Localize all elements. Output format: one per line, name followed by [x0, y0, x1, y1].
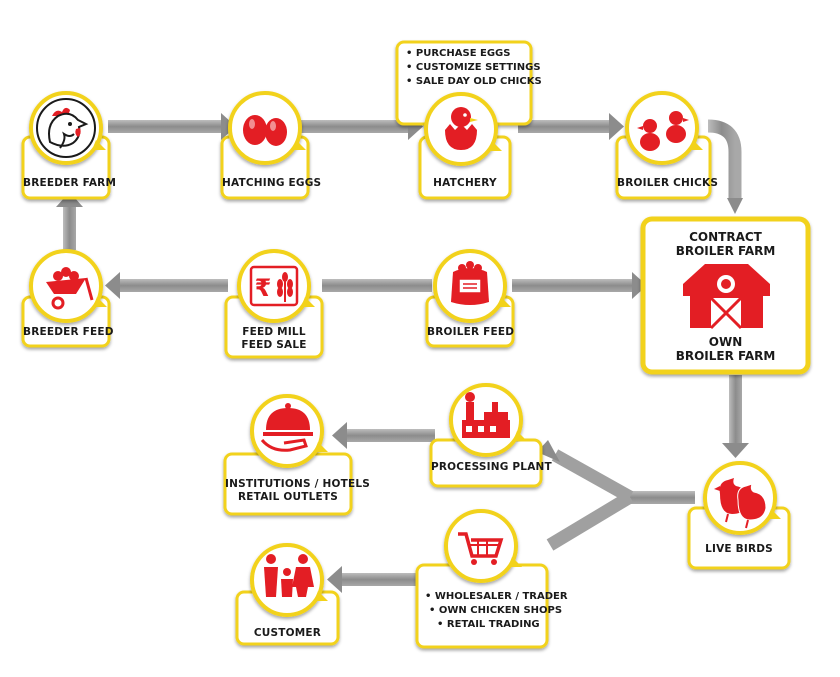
label-live-birds: LIVE BIRDS: [705, 543, 773, 555]
label-contract-line1: CONTRACT: [689, 230, 762, 244]
label-feed-mill: FEED MILL FEED SALE: [226, 326, 322, 352]
family-icon: [264, 554, 314, 597]
eggs-icon: [243, 115, 287, 146]
hatchery-service-item: • CUSTOMIZE SETTINGS: [406, 62, 541, 73]
rupee-grain-icon: ₹: [249, 265, 299, 307]
arrow-farm-to-birds: [722, 375, 749, 458]
cloche-icon: [260, 403, 313, 452]
barn-icon: [683, 264, 770, 330]
hatchery-services-list: • PURCHASE EGGS • CUSTOMIZE SETTINGS • S…: [406, 47, 542, 89]
node-customer: [235, 543, 340, 646]
hen-icon: [48, 107, 89, 149]
arrow-feed-to-breeder: [56, 192, 83, 250]
retail-channel-item: • OWN CHICKEN SHOPS: [429, 605, 563, 616]
label-broiler-feed: BROILER FEED: [427, 326, 515, 338]
node-hatchery: [395, 40, 533, 200]
hens-icon: [714, 478, 767, 529]
label-feed-mill-line2: FEED SALE: [241, 339, 307, 351]
arrow-plant-to-institutions: [332, 422, 435, 449]
label-contract-farm: CONTRACT BROILER FARM: [643, 230, 808, 258]
flow-arrows: [56, 113, 749, 593]
label-institutions-line2: RETAIL OUTLETS: [238, 491, 338, 503]
label-institutions: INSTITUTIONS / HOTELS RETAIL OUTLETS: [225, 478, 371, 504]
hatchery-service-item: • PURCHASE EGGS: [406, 48, 511, 59]
label-institutions-line1: INSTITUTIONS / HOTELS: [225, 478, 371, 490]
label-own-line2: BROILER FARM: [675, 349, 776, 363]
label-processing-plant: PROCESSING PLANT: [431, 461, 552, 473]
label-feed-mill-line1: FEED MILL: [242, 326, 306, 338]
hatchery-service-item: • SALE DAY OLD CHICKS: [406, 76, 542, 87]
node-feed-mill: ₹: [224, 249, 324, 359]
node-breeder-farm: [21, 91, 111, 200]
label-hatchery: HATCHERY: [433, 177, 497, 189]
retail-channels-list: • WHOLESALER / TRADER • OWN CHICKEN SHOP…: [425, 590, 568, 632]
chicks-icon: [637, 111, 689, 151]
node-broiler-farm: [640, 216, 811, 375]
node-processing-plant: [429, 383, 543, 488]
retail-channel-item: • WHOLESALER / TRADER: [425, 591, 568, 602]
arrow-retail-to-customer: [327, 566, 418, 593]
label-breeder-farm: BREEDER FARM: [23, 177, 117, 189]
label-contract-line2: BROILER FARM: [675, 244, 776, 258]
svg-text:₹: ₹: [255, 274, 272, 302]
label-broiler-chicks: BROILER CHICKS: [617, 177, 719, 189]
label-own-farm: OWN BROILER FARM: [643, 335, 808, 363]
feed-sack-icon: [451, 261, 489, 305]
arrow-feed-row: [105, 272, 647, 299]
factory-icon: [462, 392, 510, 438]
node-retail: [415, 509, 549, 649]
arrow-chicks-to-farm: [707, 119, 743, 214]
retail-channel-item: • RETAIL TRADING: [437, 619, 540, 630]
node-breeder-feed: [21, 249, 111, 348]
node-broiler-chicks: [615, 91, 712, 200]
arrow-breeder-to-eggs: [108, 113, 236, 140]
node-institutions: [223, 394, 353, 516]
shopping-cart-icon: [458, 532, 504, 565]
node-live-birds: [687, 461, 791, 570]
chick-hatching-icon: [445, 107, 478, 150]
label-own-line1: OWN: [708, 335, 743, 349]
label-customer: CUSTOMER: [253, 627, 322, 639]
label-hatching-eggs: HATCHING EGGS: [222, 177, 322, 189]
label-breeder-feed: BREEDER FEED: [23, 326, 114, 338]
node-broiler-feed: [425, 249, 515, 348]
node-hatching-eggs: [220, 91, 310, 200]
arrow-hatchery-to-chicks: [518, 113, 624, 140]
feed-cart-icon: [46, 267, 94, 310]
arrow-birds-fork: [537, 440, 695, 551]
